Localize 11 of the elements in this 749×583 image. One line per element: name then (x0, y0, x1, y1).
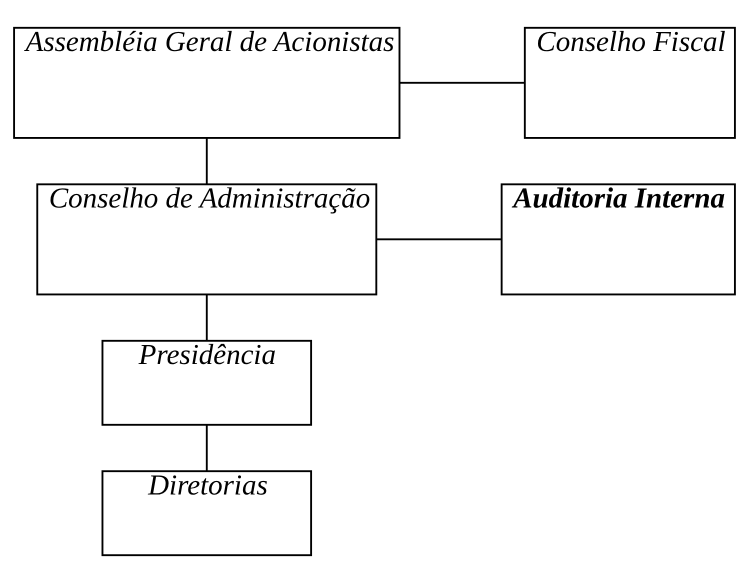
connector (206, 294, 208, 340)
node-box: Diretorias (102, 470, 312, 556)
node-box: Presidência (102, 340, 312, 426)
connector (206, 138, 208, 184)
node-box: Assembléia Geral de Acionistas (13, 26, 400, 139)
connector (376, 238, 502, 240)
connector (400, 82, 524, 84)
node-box: Conselho Fiscal (524, 26, 736, 139)
connector (206, 425, 208, 471)
node-box: Auditoria Interna (500, 183, 736, 296)
node-box: Conselho de Administração (36, 183, 378, 296)
